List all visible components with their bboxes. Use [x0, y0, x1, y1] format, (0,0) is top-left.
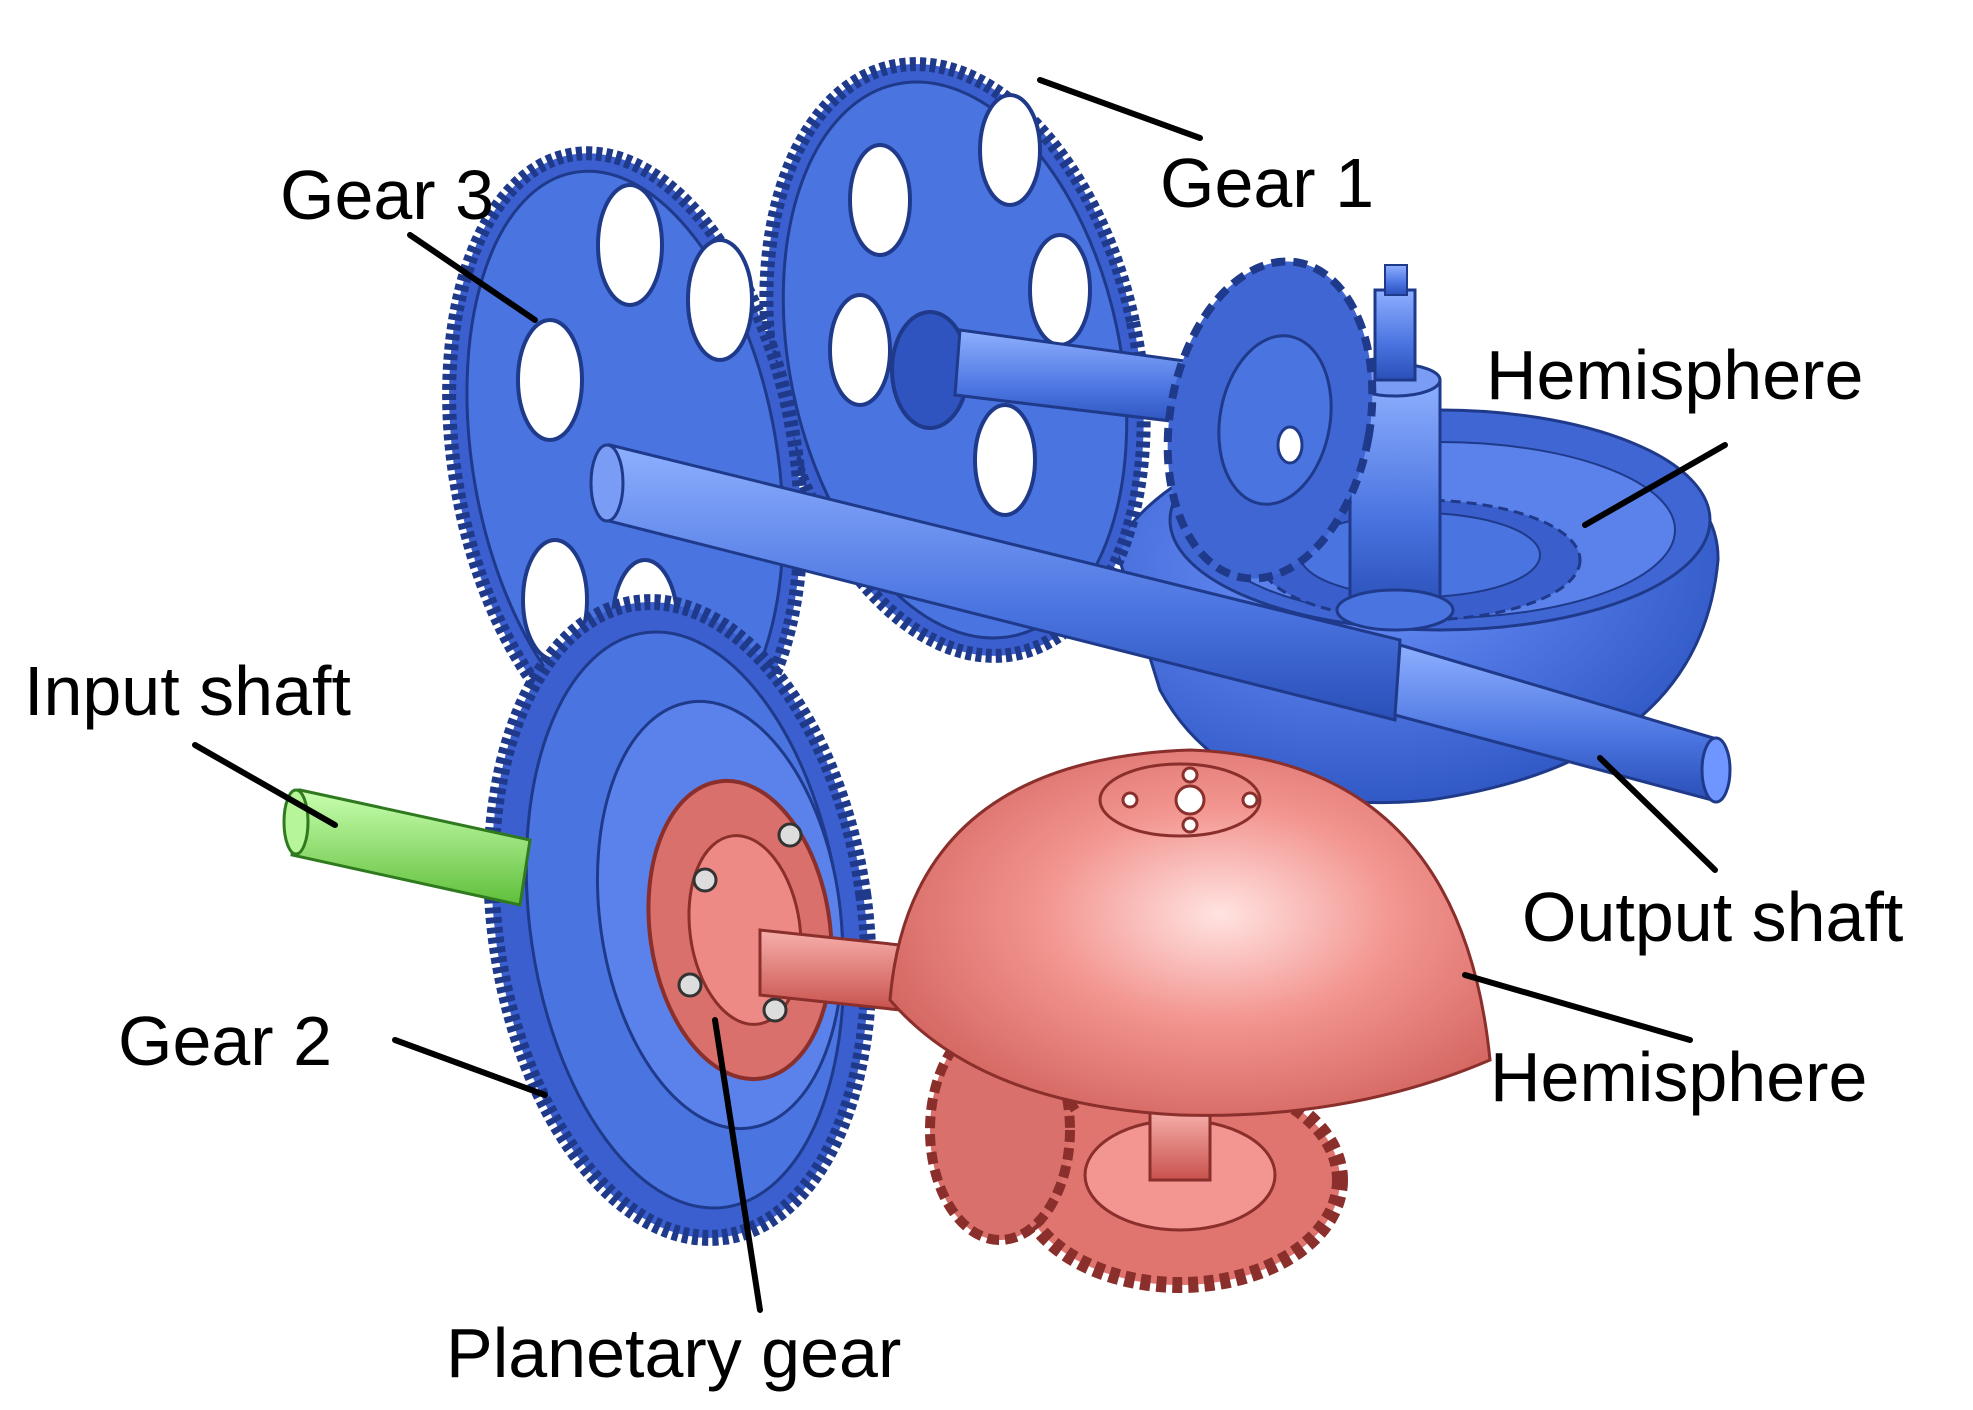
leader-planet	[712, 1017, 763, 1313]
leader-gear2	[392, 1037, 548, 1098]
output-shaft-part	[589, 443, 1732, 804]
hemisphere-bottom-part	[888, 748, 1492, 1117]
label-input-shaft: Input shaft	[24, 652, 351, 730]
red-connecting-shaft	[758, 928, 902, 1012]
leader-hemi-bot	[1462, 972, 1693, 1043]
label-gear-2: Gear 2	[118, 1002, 332, 1080]
label-hemisphere-top: Hemisphere	[1486, 336, 1864, 414]
label-output-shaft: Output shaft	[1522, 878, 1904, 956]
leader-input	[192, 742, 338, 828]
leader-hemi-top	[1582, 442, 1728, 528]
label-gear-1: Gear 1	[1160, 144, 1374, 222]
label-gear-3: Gear 3	[280, 156, 494, 234]
label-planetary-gear: Planetary gear	[446, 1314, 902, 1392]
leader-gear1	[1037, 77, 1203, 141]
leader-gear3	[407, 232, 538, 323]
leader-lines	[192, 77, 1728, 1313]
middle-bevel-gear	[1163, 257, 1377, 583]
label-hemisphere-bottom: Hemisphere	[1490, 1038, 1868, 1116]
leader-output	[1597, 755, 1718, 873]
